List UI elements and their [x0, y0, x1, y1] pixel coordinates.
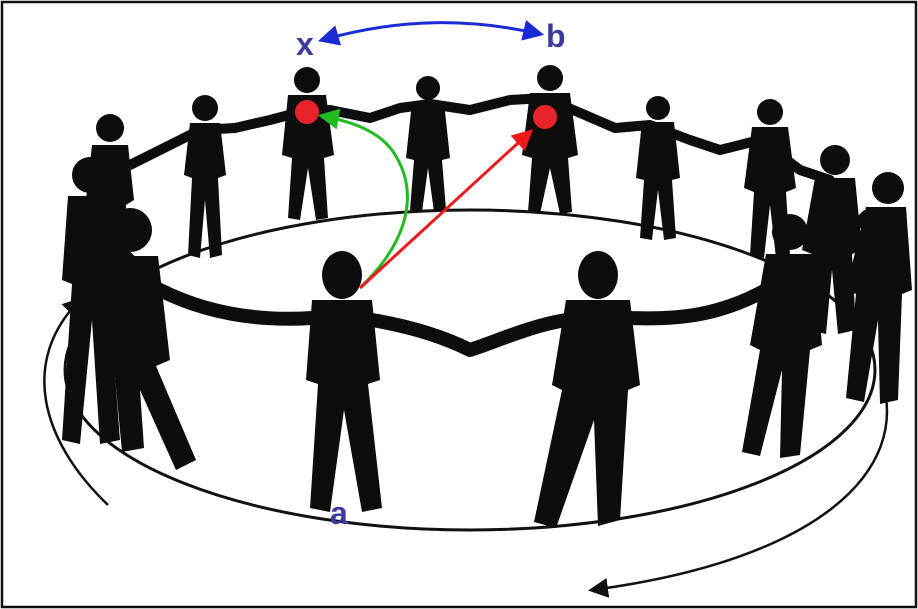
label-a: a [330, 495, 348, 531]
label-b: b [546, 18, 566, 54]
marker-b-red-dot-icon [533, 105, 557, 129]
marker-x-red-dot-icon [295, 100, 319, 124]
label-x: x [296, 26, 314, 62]
